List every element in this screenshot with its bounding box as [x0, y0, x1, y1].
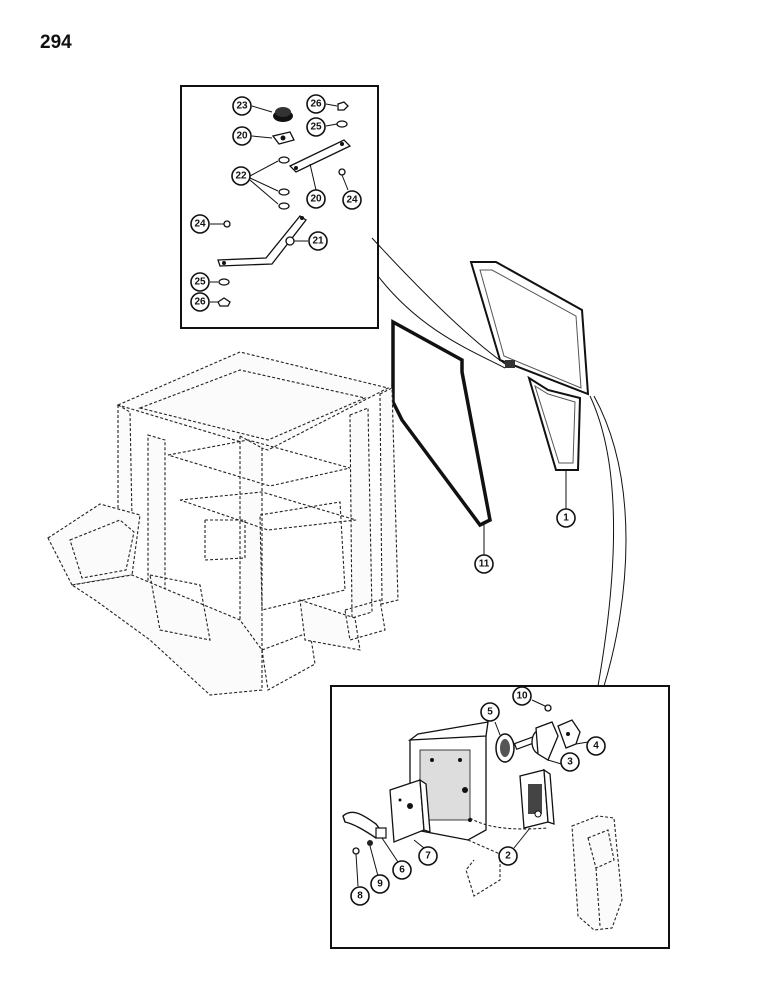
hinge-strap-upper: [288, 139, 352, 191]
callout-25-lower: 25: [190, 272, 210, 292]
gasket-part: [494, 721, 515, 763]
svg-text:20: 20: [236, 131, 248, 142]
callout-20-lower: 20: [306, 189, 326, 209]
cab-outline: [47, 351, 399, 696]
callout-26-upper: 26: [306, 94, 326, 114]
latch-detail-panel: 10 5 4 3 7 2 6 9 8: [330, 685, 670, 949]
svg-text:3: 3: [567, 757, 573, 768]
callout-26-lower: 26: [190, 292, 210, 312]
callout-4: 4: [586, 736, 606, 756]
svg-text:8: 8: [357, 891, 363, 902]
svg-text:23: 23: [236, 101, 248, 112]
hinge-detail-panel: 23 20 26 25 22 20 24 24 21 25 26: [180, 85, 379, 329]
callout-24-right: 24: [342, 190, 362, 210]
svg-text:20: 20: [310, 194, 322, 205]
screw-right-part: [338, 168, 349, 191]
callout-5: 5: [480, 702, 500, 722]
nut-washer-upper: [325, 101, 349, 128]
svg-text:24: 24: [194, 219, 206, 230]
svg-text:11: 11: [479, 559, 490, 570]
svg-text:6: 6: [399, 865, 405, 876]
svg-text:9: 9: [377, 879, 383, 890]
callout-8: 8: [350, 886, 370, 906]
door-frame-part: [469, 261, 590, 510]
mounting-plate-part: [389, 778, 431, 849]
door-post-outline: [571, 815, 623, 931]
callout-1: 1: [556, 508, 576, 528]
washer-part: [367, 840, 379, 877]
bolt-part: [285, 236, 308, 246]
callout-9: 9: [370, 874, 390, 894]
striker-part: [513, 768, 555, 849]
callout-22: 22: [231, 166, 251, 186]
svg-text:7: 7: [425, 851, 431, 862]
callout-23: 23: [232, 96, 252, 116]
handle-part: [342, 811, 399, 863]
svg-text:5: 5: [487, 707, 493, 718]
washers-part: [249, 156, 290, 210]
callout-2: 2: [498, 846, 518, 866]
callout-21: 21: [308, 231, 328, 251]
page-number: 294: [40, 32, 72, 53]
callout-20-upper: 20: [232, 126, 252, 146]
latch-housing-part: [407, 721, 489, 841]
screw-small-part: [531, 699, 552, 712]
door-seal-part: [391, 319, 492, 555]
callout-25-upper: 25: [306, 117, 326, 137]
svg-text:25: 25: [194, 277, 206, 288]
nut-washer-lower: [210, 278, 231, 307]
callout-11: 11: [474, 554, 494, 574]
svg-text:1: 1: [563, 513, 569, 524]
callout-24-left: 24: [190, 214, 210, 234]
spindle-part: [513, 721, 569, 767]
svg-text:26: 26: [310, 99, 322, 110]
svg-text:25: 25: [310, 122, 322, 133]
svg-text:4: 4: [593, 741, 599, 752]
svg-text:22: 22: [235, 171, 247, 182]
callout-3: 3: [560, 752, 580, 772]
svg-text:21: 21: [312, 236, 324, 247]
pivot-bracket-part: [251, 131, 295, 145]
knob-part: [251, 105, 293, 122]
callout-7: 7: [418, 846, 438, 866]
svg-text:10: 10: [516, 691, 528, 702]
screw-left-part: [210, 220, 231, 228]
screw-handle-part: [352, 847, 360, 887]
svg-text:24: 24: [346, 195, 358, 206]
callout-10: 10: [512, 686, 532, 706]
cam-part: [557, 719, 589, 749]
svg-text:26: 26: [194, 297, 206, 308]
callout-6: 6: [392, 860, 412, 880]
svg-text:2: 2: [505, 851, 511, 862]
